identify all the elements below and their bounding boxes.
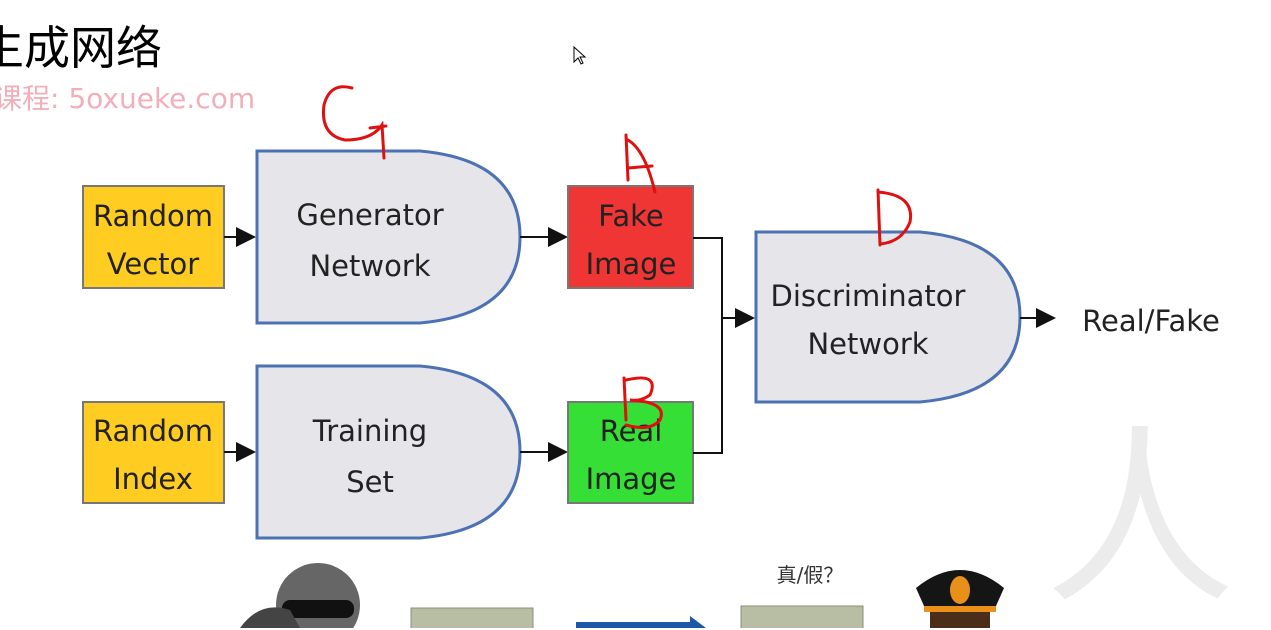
random-index-label-1: Random	[93, 414, 213, 448]
generator-label-1: Generator	[296, 198, 443, 232]
fake-image-label-2: Image	[586, 247, 677, 281]
discriminator-label-2: Network	[807, 327, 928, 361]
fake-image-box	[567, 185, 694, 289]
handwritten-b	[622, 376, 663, 430]
watermark-top: 课程: 5oxueke.com	[0, 82, 256, 115]
arrow-right-icon	[576, 616, 706, 628]
dollar-bill-left	[410, 607, 534, 628]
police-illustration	[916, 570, 1004, 628]
output-label: Real/Fake	[1082, 304, 1220, 338]
generator-network-shape	[255, 149, 522, 325]
discriminator-label-1: Discriminator	[771, 279, 966, 313]
handwritten-d	[876, 188, 913, 247]
real-fake-question: 真/假？	[777, 563, 844, 587]
random-vector-label-1: Random	[93, 199, 213, 233]
thief-illustration	[240, 563, 360, 628]
random-index-label-2: Index	[113, 462, 193, 496]
handwritten-g	[321, 85, 388, 160]
fake-image-label-1: Fake	[598, 199, 663, 233]
generator-label-2: Network	[309, 249, 430, 283]
watermark-large: 人准.leaaiv.cn	[1045, 409, 1271, 630]
real-image-label-1: Real	[600, 414, 663, 448]
slide-title: 生成网络	[0, 21, 162, 75]
real-image-box	[567, 401, 694, 504]
mouse-cursor-icon	[573, 46, 587, 65]
discriminator-network-shape	[754, 230, 1022, 404]
training-set-shape	[255, 364, 522, 540]
training-set-label-2: Set	[346, 465, 394, 499]
training-set-label-1: Training	[312, 414, 427, 448]
random-vector-label-2: Vector	[107, 247, 199, 281]
handwritten-a	[624, 133, 657, 194]
dollar-bill-right	[740, 605, 864, 628]
real-image-label-2: Image	[586, 462, 677, 496]
